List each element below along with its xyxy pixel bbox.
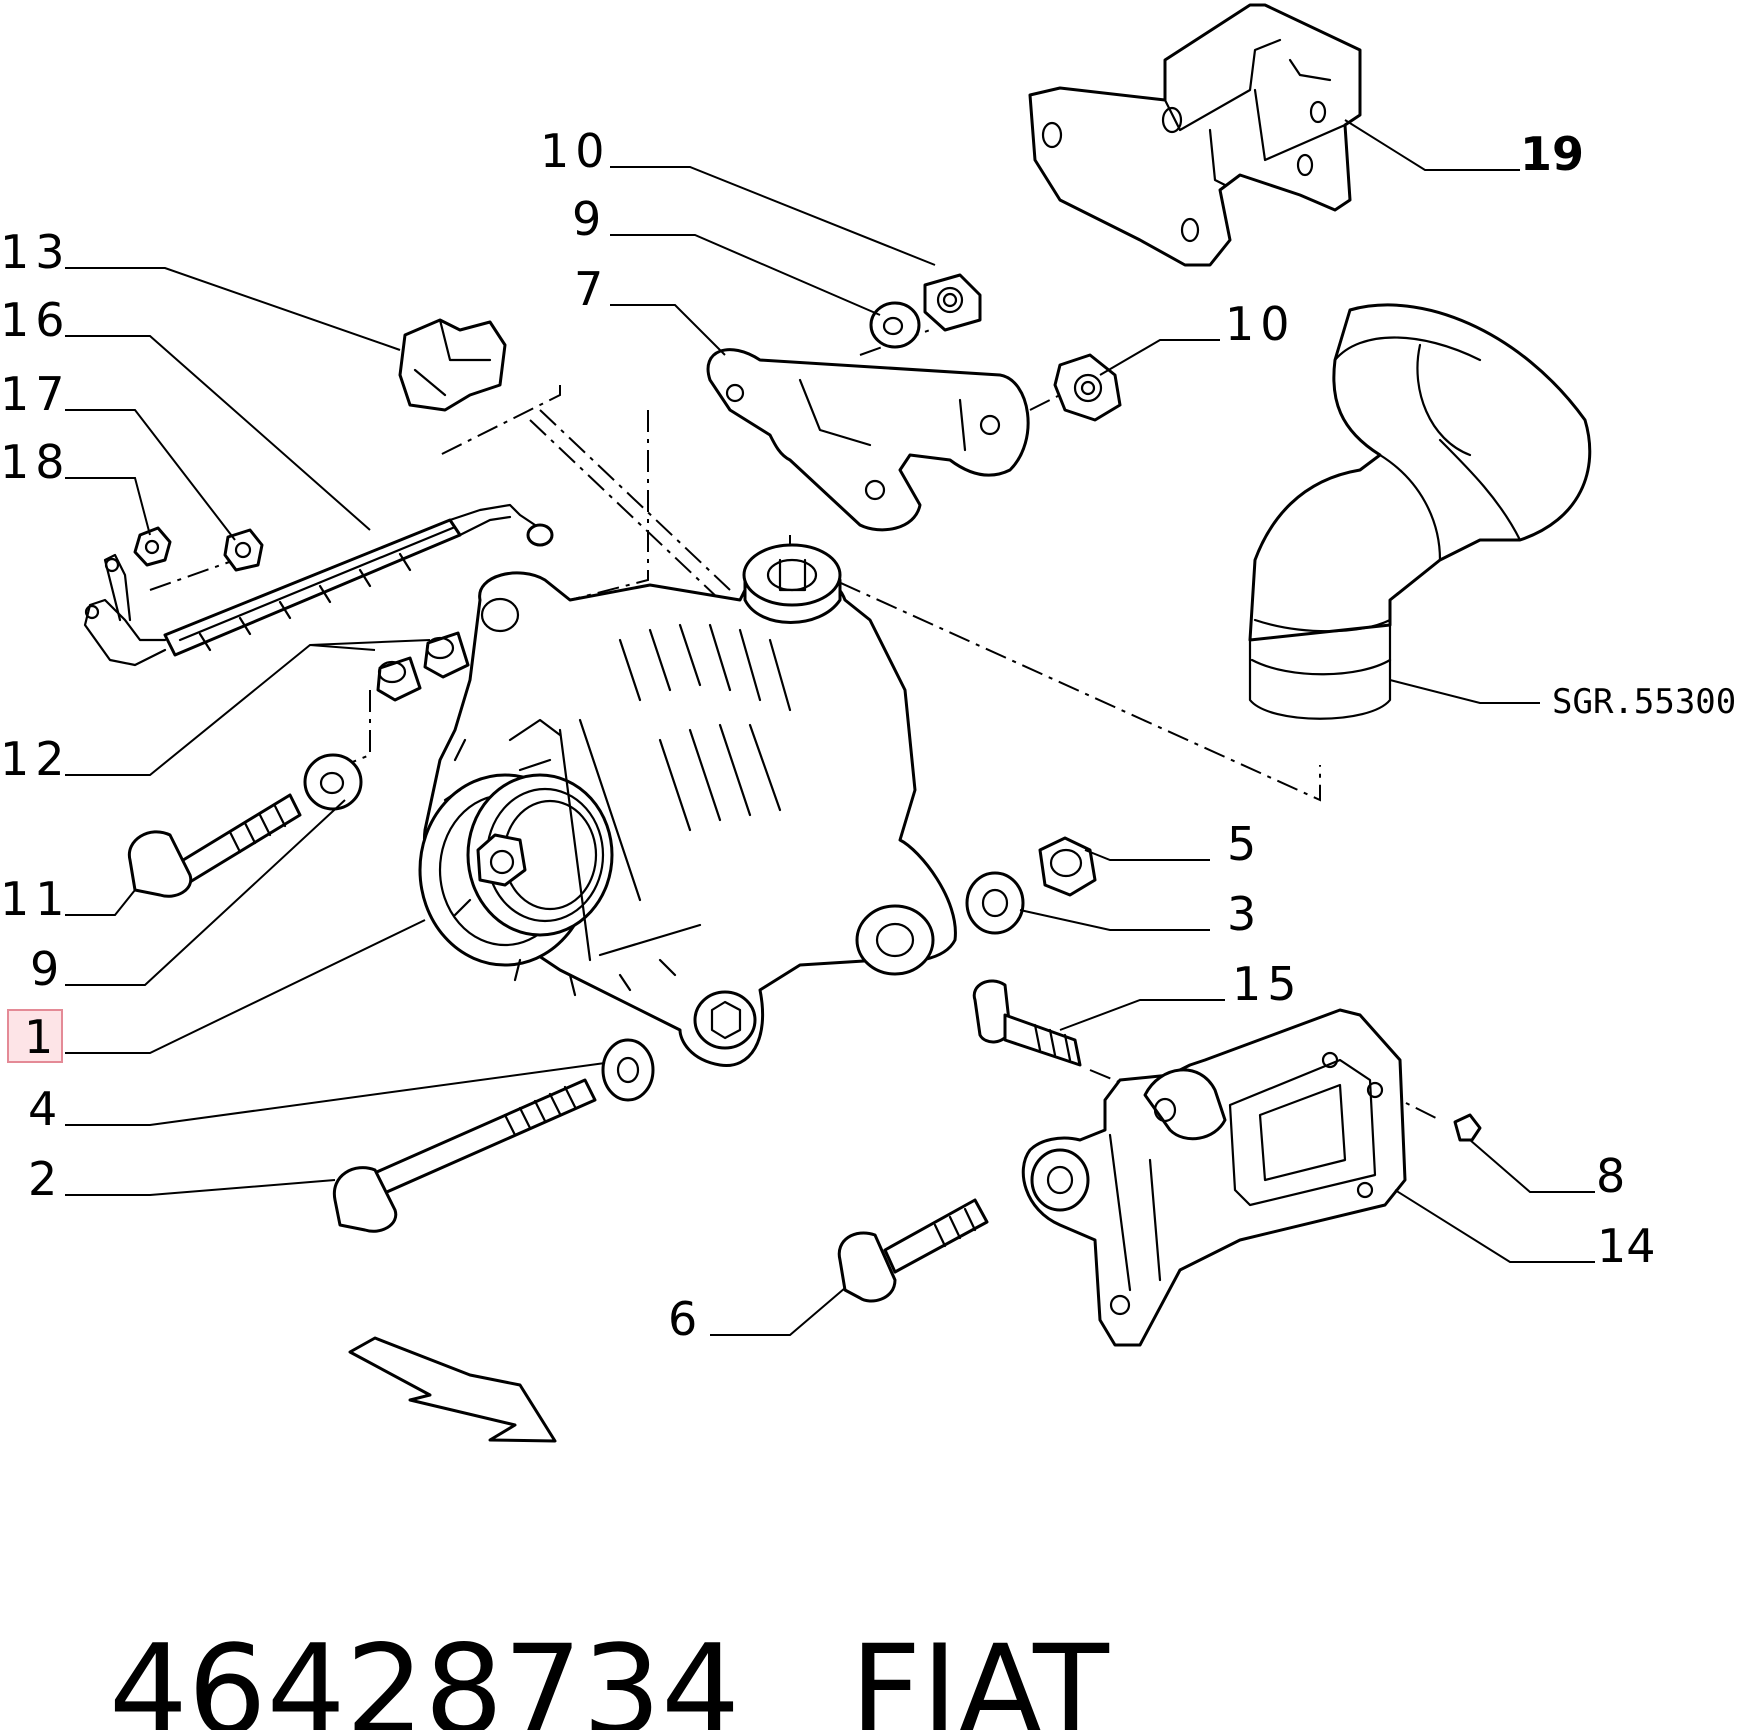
bolt-6 <box>837 1198 989 1303</box>
link-bracket-7 <box>706 348 1030 532</box>
part-caption: 46428734 FIAT <box>30 1505 1109 1730</box>
callout-19: 19 <box>1520 127 1584 181</box>
washer-4 <box>601 1038 655 1102</box>
nut-10-top <box>923 273 982 332</box>
callout-1-highlight <box>7 1009 63 1063</box>
cable-16 <box>83 503 554 667</box>
washer-9-top <box>869 301 921 349</box>
callout-12: 12 <box>0 732 71 786</box>
callout-14: 14 <box>1597 1219 1656 1273</box>
bracket-14 <box>1021 1008 1407 1347</box>
callout-6: 6 <box>668 1292 697 1346</box>
callout-labels: 10 9 7 13 16 17 18 19 10 SGR.55300 12 11… <box>0 124 1736 1346</box>
alternator-1 <box>418 543 957 1068</box>
bushing-12a <box>376 656 422 702</box>
callout-8: 8 <box>1596 1149 1625 1203</box>
washer-9-left <box>303 753 363 811</box>
bolt-11 <box>127 793 302 898</box>
nut-18 <box>133 526 172 567</box>
bolt-15 <box>972 979 1082 1067</box>
callout-16: 16 <box>0 293 71 347</box>
bracket-19 <box>1028 3 1362 267</box>
callout-18: 18 <box>0 435 71 489</box>
nut-10-right <box>1053 353 1122 422</box>
callout-9-top: 9 <box>572 192 601 246</box>
callout-13: 13 <box>0 225 71 279</box>
callout-10-top: 10 <box>540 124 611 178</box>
callout-1[interactable]: 1 <box>24 1010 53 1064</box>
part-number: 46428734 <box>108 1619 740 1730</box>
hose-sgr55300 <box>1248 303 1592 720</box>
callout-7: 7 <box>574 262 603 316</box>
bushing-12b <box>423 631 470 679</box>
leader-lines <box>65 119 1595 1336</box>
brand-name: FIAT <box>849 1619 1109 1730</box>
pin-8 <box>1453 1113 1482 1142</box>
reference-code: SGR.55300 <box>1552 682 1736 722</box>
nut-17 <box>223 528 264 572</box>
callout-11: 11 <box>0 872 71 926</box>
callout-3: 3 <box>1227 887 1256 941</box>
bolt-2 <box>332 1078 597 1233</box>
washer-3 <box>965 871 1025 935</box>
callout-15: 15 <box>1232 957 1303 1011</box>
callout-2: 2 <box>28 1152 57 1206</box>
direction-arrow-icon <box>348 1336 557 1443</box>
callout-5: 5 <box>1227 817 1256 871</box>
callout-4: 4 <box>28 1082 57 1136</box>
callout-17: 17 <box>0 367 71 421</box>
callout-10-right: 10 <box>1225 297 1296 351</box>
clip-13 <box>398 318 507 412</box>
nut-5 <box>1038 836 1097 897</box>
callout-9-left: 9 <box>30 942 59 996</box>
